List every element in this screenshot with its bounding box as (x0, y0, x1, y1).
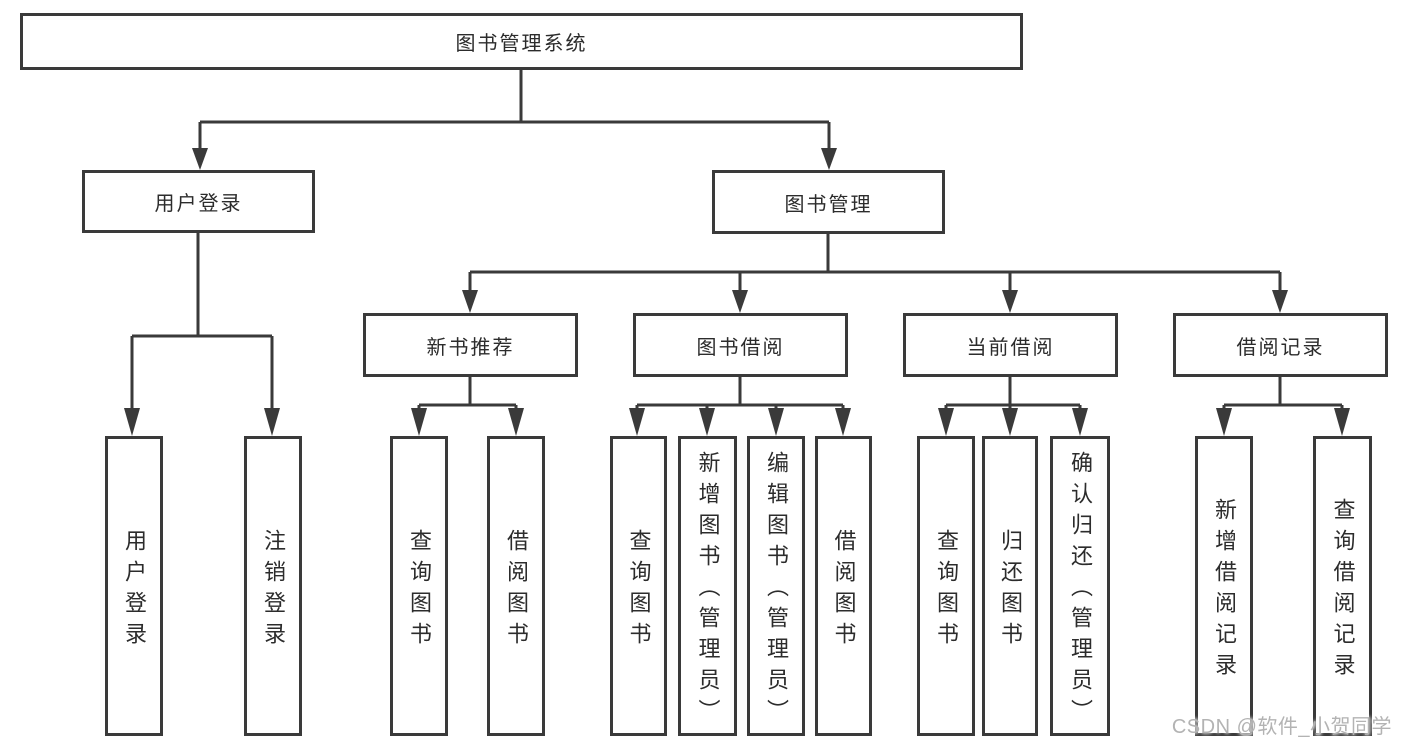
node-new-book-recommendation: 新书推荐 (363, 313, 578, 377)
leaf-query-books-newbook: 查询图书 (390, 436, 448, 736)
leaf-query-borrow-record: 查询借阅记录 (1313, 436, 1372, 736)
connector-borrow-record (1222, 377, 1344, 412)
leaf-return-books: 归还图书 (982, 436, 1038, 736)
leaf-logout: 注销登录 (244, 436, 302, 736)
leaf-edit-book-admin: 编辑图书（管理员） (747, 436, 805, 736)
connector-book-management (468, 234, 1282, 292)
leaf-query-books-current: 查询图书 (917, 436, 975, 736)
node-book-borrowing: 图书借阅 (633, 313, 848, 377)
node-user-login: 用户登录 (82, 170, 315, 233)
leaf-borrow-books-newbook: 借阅图书 (487, 436, 545, 736)
node-library-management-system: 图书管理系统 (20, 13, 1023, 70)
leaf-add-borrow-record: 新增借阅记录 (1195, 436, 1253, 736)
leaf-add-book-admin: 新增图书（管理员） (678, 436, 737, 736)
connector-user-login (130, 233, 274, 412)
node-book-management: 图书管理 (712, 170, 945, 234)
connector-book-borrow (635, 377, 845, 412)
arrowheads (124, 148, 1350, 436)
leaf-user-login: 用户登录 (105, 436, 163, 736)
leaf-query-books-borrow: 查询图书 (610, 436, 667, 736)
connector-new-book (417, 377, 518, 412)
connector-current-borrow (944, 377, 1082, 412)
node-current-borrowing: 当前借阅 (903, 313, 1118, 377)
leaf-confirm-return-admin: 确认归还（管理员） (1050, 436, 1110, 736)
node-borrowing-records: 借阅记录 (1173, 313, 1388, 377)
leaf-borrow-books-borrow: 借阅图书 (815, 436, 872, 736)
connector-root (198, 70, 831, 150)
watermark: CSDN @软件_小贺同学 (1171, 716, 1392, 738)
